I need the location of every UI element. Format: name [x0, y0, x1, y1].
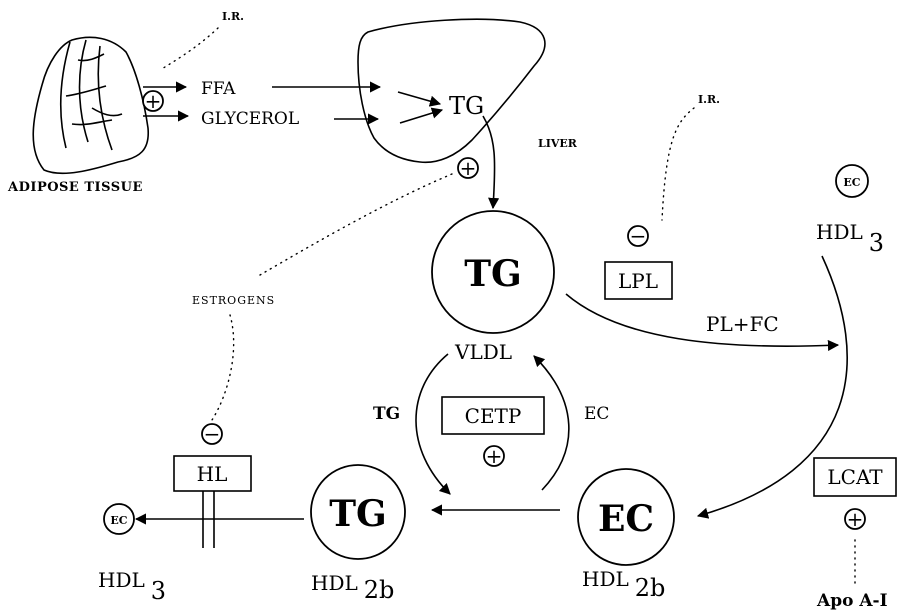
hdl2b-ec-particle: [577, 468, 675, 566]
lcat-label: LCAT: [827, 465, 883, 489]
liver-to-vldl-arrow: [482, 115, 500, 210]
ir-label-right: I.R.: [698, 93, 720, 106]
cetp-label: CETP: [465, 404, 522, 428]
vldl-particle: [431, 210, 555, 334]
hdl3-right-ec-circle: [835, 164, 869, 198]
liver-internal-arrow-1: [397, 91, 442, 107]
hdl3-left-ec-circle: [103, 503, 135, 535]
ir-right-dotted-line: [661, 107, 695, 221]
tg-transfer-label: TG: [373, 404, 400, 424]
vldl-core-label: TG: [464, 253, 522, 295]
plus-symbol-lcat: +: [847, 507, 864, 531]
liver-tg-label: TG: [449, 92, 484, 120]
adipose-tissue-illustration: [32, 36, 149, 175]
liver-label: LIVER: [538, 137, 578, 150]
vldl-label: VLDL: [454, 340, 512, 364]
ffa-label: FFA: [201, 79, 236, 99]
plus-sign-lcat: +: [844, 507, 866, 531]
estrogens-to-liver-dotted: [259, 173, 453, 276]
ir-top-dotted-line: [159, 27, 219, 71]
hdl2b-tg-core-label: TG: [329, 493, 387, 535]
minus-sign-lpl: −: [627, 224, 649, 248]
minus-symbol-hl: −: [204, 422, 221, 446]
cetp-enzyme-box: [441, 396, 545, 435]
plus-symbol-liver: +: [460, 156, 477, 180]
minus-sign-hl: −: [201, 422, 223, 446]
apo-ai-label: Apo A-I: [816, 591, 888, 610]
hdl3-right-core-label: EC: [843, 176, 860, 189]
lpl-label: LPL: [618, 269, 658, 293]
estrogens-label: ESTROGENS: [192, 294, 275, 307]
plus-sign-liver: +: [457, 156, 479, 180]
liver-outline: [357, 18, 546, 164]
hl-label: HL: [197, 462, 228, 486]
liver-internal-arrow-2: [399, 107, 444, 124]
minus-symbol-lpl: −: [630, 224, 647, 248]
hdl3-to-hdl2b-arrow: [696, 255, 848, 519]
hdl2b-ec-to-vldl-arrow: [533, 355, 570, 491]
hl-enzyme-box: [173, 455, 252, 492]
plus-sign-cetp: +: [483, 444, 505, 468]
lpl-enzyme-box: [604, 261, 673, 300]
plus-symbol-adipose: +: [145, 89, 162, 113]
ec-transfer-label: EC: [584, 404, 609, 424]
plus-symbol-cetp: +: [486, 444, 503, 468]
hdl3-left-core-label: EC: [110, 514, 127, 527]
lcat-enzyme-box: [813, 457, 897, 497]
ir-label-top: I.R.: [222, 10, 244, 23]
hdl2b-ec-core-label: EC: [598, 498, 654, 540]
pl-fc-label: PL+FC: [706, 312, 779, 336]
adipose-tissue-label: ADIPOSE TISSUE: [7, 180, 143, 195]
glycerol-label: GLYCEROL: [201, 109, 299, 129]
estrogens-to-hl-dotted: [211, 314, 235, 421]
plus-sign-adipose: +: [142, 89, 164, 113]
hdl2b-tg-particle: [310, 464, 406, 560]
vldl-to-hdl3-arrow: [565, 293, 840, 352]
vldl-to-hdl2b-tg-arrow: [415, 353, 451, 495]
